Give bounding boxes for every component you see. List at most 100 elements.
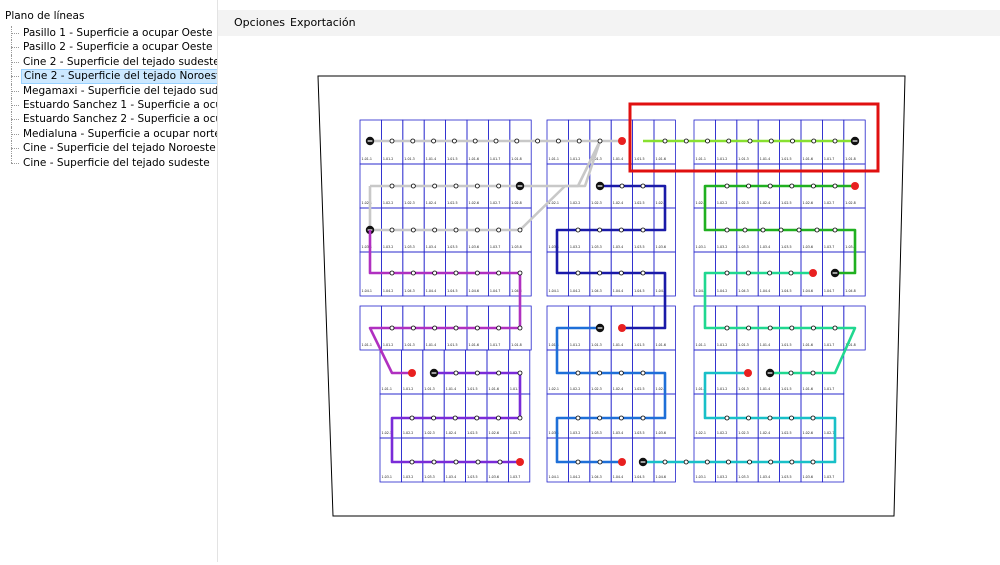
panel-node [618, 370, 624, 376]
string-gray [565, 140, 602, 188]
panel-node [810, 370, 816, 376]
panel-id-label: 1.03.3 [591, 431, 602, 435]
panel-id-label: 1.02.5 [447, 201, 458, 205]
panel-node [389, 227, 395, 233]
panel-id-label: 1.01.6 [469, 157, 480, 161]
panel-node [832, 183, 838, 189]
panel-id-label: 1.04.5 [447, 289, 458, 293]
panel-node [778, 227, 784, 233]
panel-node [475, 459, 481, 465]
panel-id-label: 1.03.2 [383, 245, 394, 249]
panel-node [746, 183, 751, 189]
panel-node [496, 183, 502, 189]
tree-item-label: Cine 2 - Superficie del tejado sudeste [23, 55, 217, 68]
panel-node [811, 183, 816, 189]
panel-id-label: 1.01.1 [549, 157, 560, 161]
panel-node [724, 183, 730, 189]
panel-id-label: 1.04.6 [656, 475, 667, 479]
tree-connector [11, 155, 20, 170]
panel-node [618, 270, 624, 276]
panel-id-label: 1.02.4 [760, 201, 771, 205]
panel-id-label: 1.03.7 [510, 475, 521, 479]
panel-node [431, 415, 437, 421]
panel-id-label: 1.02.1 [549, 387, 560, 391]
panel-node [432, 270, 438, 276]
panel-node [724, 325, 730, 331]
panel-node [683, 459, 689, 465]
panel-node [788, 370, 794, 376]
panel-id-label: 1.03.1 [696, 245, 707, 249]
panel-id-label: 1.01.1 [549, 343, 560, 347]
panel-node [474, 183, 480, 189]
tree-root-label[interactable]: Plano de líneas [5, 10, 85, 22]
panel-id-label: 1.01.5 [447, 157, 458, 161]
panel-node [597, 415, 603, 421]
panel-divider[interactable] [217, 0, 218, 562]
panel-id-label: 1.02.6 [469, 201, 480, 205]
panel-node [796, 227, 802, 233]
panel-node [517, 227, 523, 233]
panel-id-label: 1.03.6 [656, 431, 667, 435]
tree-connector [11, 40, 20, 55]
panel-id-label: 1.02.5 [634, 201, 645, 205]
tree-item-label: Estuardo Sanchez 2 - Superficie a ocupar… [23, 113, 217, 126]
panel-node [618, 227, 624, 233]
filled-circle-icon [809, 269, 817, 277]
string-blue [555, 326, 667, 464]
panel-id-label: 1.02.7 [510, 431, 521, 435]
panel-id-label: 1.01.4 [760, 387, 771, 391]
panel-id-label: 1.01.1 [362, 343, 373, 347]
panel-node [618, 415, 624, 421]
panel-id-label: 1.01.2 [717, 343, 728, 347]
panel-id-label: 1.01.6 [803, 157, 814, 161]
panel-node [474, 227, 480, 233]
panel-node [453, 183, 459, 189]
panel-id-label: 1.02.1 [549, 201, 560, 205]
plan-canvas[interactable]: 1.01.1 1.01.2 1.01.3 1.01.4 1.01.5 1.01.6 1.01… [0, 36, 1000, 562]
panel-node [576, 138, 582, 144]
panel-node [767, 325, 773, 331]
panel-id-label: 1.03.6 [489, 475, 500, 479]
panel-id-label: 1.02.8 [845, 201, 856, 205]
menu-exportacion[interactable]: Exportación [290, 16, 356, 29]
panel-node [640, 183, 646, 189]
panel-id-label: 1.04.1 [696, 289, 707, 293]
tree-item-label: Megamaxi - Superficie del tejado sudoest… [23, 84, 217, 97]
panel-id-label: 1.01.7 [824, 157, 835, 161]
panel-id-label: 1.03.2 [403, 475, 414, 479]
tree-connector [11, 141, 20, 156]
panel-node [431, 138, 437, 144]
panel-node [452, 415, 458, 421]
panel-id-label: 1.03.4 [613, 431, 624, 435]
panel-node [389, 183, 395, 189]
panel-node [495, 415, 501, 421]
panel-id-label: 1.01.6 [803, 387, 814, 391]
panel-node [597, 227, 603, 233]
tree-connector [11, 97, 20, 113]
menu-opciones[interactable]: Opciones [234, 16, 285, 29]
string-gray [370, 139, 602, 188]
filled-circle-icon [516, 458, 524, 466]
panel-id-label: 1.04.7 [824, 289, 835, 293]
panel-node [760, 227, 766, 233]
panel-id-label: 1.01.7 [510, 387, 521, 391]
panel-node [575, 227, 581, 233]
panel-node [789, 183, 795, 189]
panel-node [409, 459, 415, 465]
panel-node [745, 270, 751, 276]
panel-id-label: 1.03.3 [591, 245, 602, 249]
panel-id-label: 1.02.6 [656, 201, 667, 205]
line-plan-tree: Plano de líneas Pasillo 1 - Superficie a… [0, 0, 217, 562]
panel-id-label: 1.01.4 [613, 157, 624, 161]
panel-id-label: 1.03.1 [549, 245, 560, 249]
panel-node [832, 138, 838, 144]
panel-id-label: 1.02.6 [803, 431, 814, 435]
panel-id-label: 1.03.7 [824, 475, 835, 479]
panel-id-label: 1.04.6 [656, 289, 667, 293]
panel-id-label: 1.03.4 [426, 245, 437, 249]
panel-id-label: 1.01.4 [760, 157, 771, 161]
panel-id-label: 1.01.8 [845, 343, 856, 347]
panel-id-label: 1.03.6 [656, 245, 667, 249]
panel-id-label: 1.01.3 [591, 343, 602, 347]
roof-layout-drawing[interactable]: 1.01.1 1.01.2 1.01.3 1.01.4 1.01.5 1.01.6 1.01… [0, 36, 1000, 562]
